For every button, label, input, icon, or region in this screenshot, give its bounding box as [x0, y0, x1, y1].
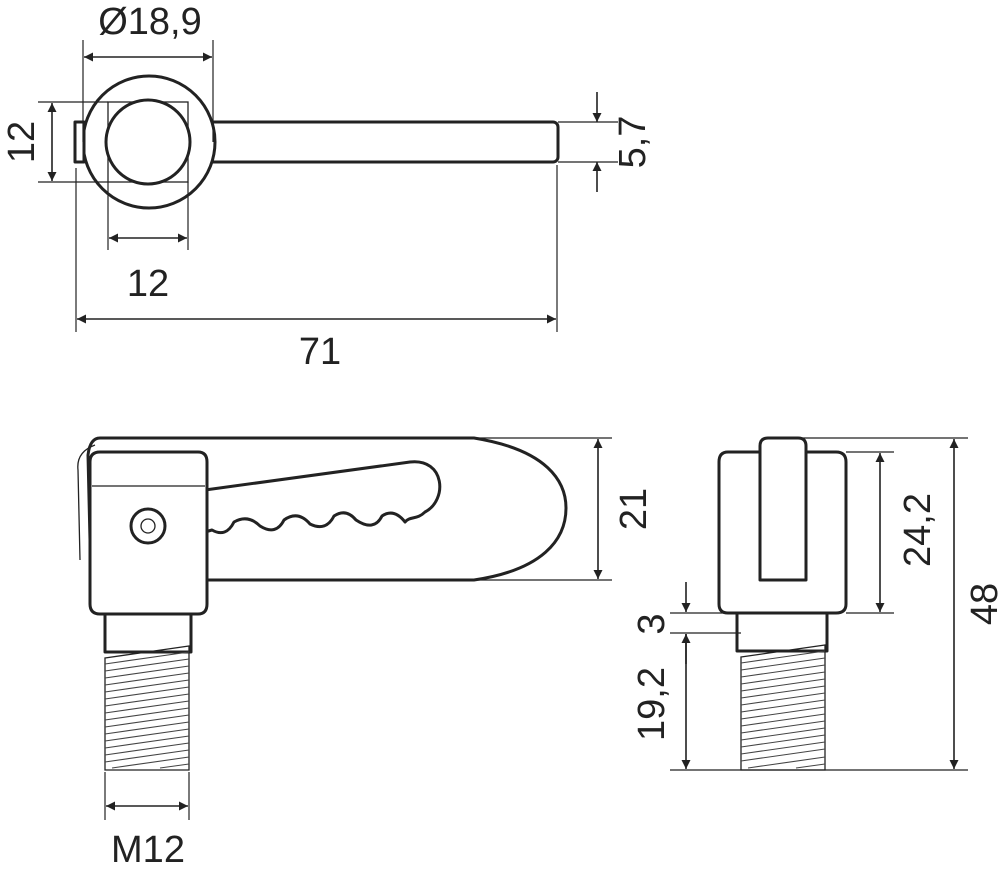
dim-overall-height: 48	[964, 583, 1000, 625]
front-dimensions: 24,2 48 3 19,2	[631, 437, 1000, 771]
top-view	[73, 74, 560, 210]
lever-grip	[203, 460, 442, 535]
top-dimensions: Ø18,9 12 12 5,7 71	[1, 1, 654, 373]
dim-top-square-width: 12	[127, 263, 169, 305]
pivot-pin-outer	[129, 507, 167, 545]
dim-top-diameter: Ø18,9	[98, 1, 202, 43]
front-view	[717, 436, 848, 771]
dim-front-body-height: 24,2	[897, 493, 939, 567]
dim-collar-height: 3	[631, 613, 673, 634]
dim-overall-length: 71	[299, 331, 341, 373]
hub-inner-circle	[104, 98, 192, 186]
side-view	[77, 436, 568, 771]
hub-tab	[73, 120, 86, 164]
side-dimensions: 21 M12	[104, 437, 655, 870]
dim-top-square-height: 12	[1, 121, 43, 163]
dim-thread-size: M12	[111, 829, 185, 870]
thread-side	[104, 645, 190, 771]
collar-front	[735, 611, 829, 653]
dim-lever-thickness: 5,7	[612, 116, 654, 169]
collar-side	[103, 612, 193, 654]
dim-thread-length: 19,2	[631, 667, 673, 741]
pivot-pin-inner	[140, 518, 156, 534]
dim-side-height: 21	[613, 488, 655, 530]
lever-front	[758, 436, 808, 582]
lever-arm-top	[188, 120, 560, 164]
